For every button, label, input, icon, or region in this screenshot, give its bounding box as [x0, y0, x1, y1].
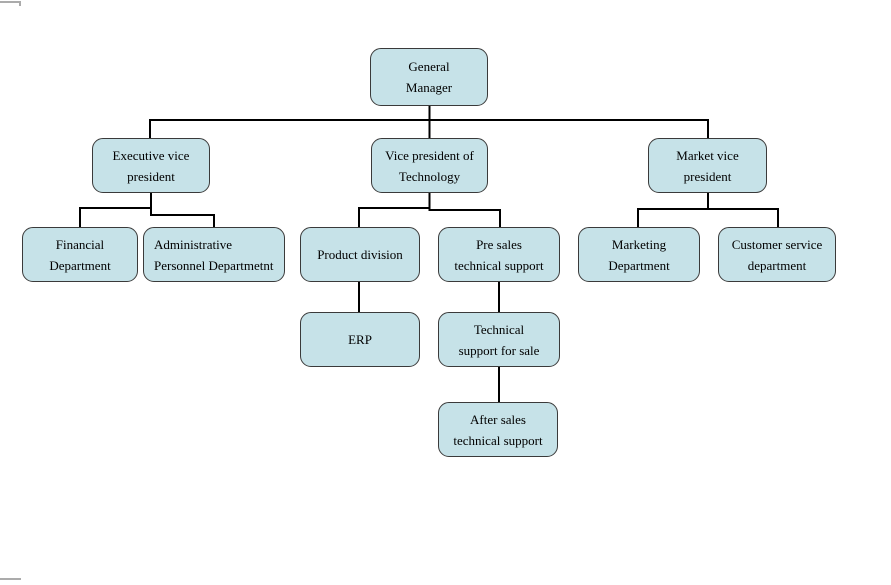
node-label: After sales — [470, 411, 526, 427]
node-label: Product division — [317, 247, 403, 262]
node-label: president — [683, 168, 732, 184]
node-label: department — [747, 257, 807, 273]
node-label: Administrative — [154, 236, 232, 252]
node-label: Department — [608, 257, 670, 273]
node-label: ERP — [348, 332, 372, 347]
node-erp[interactable]: ERP — [300, 312, 420, 367]
node-technical-support-for-sale[interactable]: Technical support for sale — [438, 312, 560, 367]
node-label: technical support — [453, 432, 543, 448]
node-label: president — [127, 168, 175, 184]
node-after-sales-technical-support[interactable]: After sales technical support — [438, 402, 558, 457]
node-marketing-department[interactable]: Marketing Department — [578, 227, 700, 282]
node-pre-sales-technical-support[interactable]: Pre sales technical support — [438, 227, 560, 282]
node-financial-department[interactable]: Financial Department — [22, 227, 138, 282]
node-executive-vice-president[interactable]: Executive vice president — [92, 138, 210, 193]
node-general-manager[interactable]: General Manager — [370, 48, 488, 106]
node-label: Manager — [405, 80, 453, 95]
node-label: Financial — [55, 236, 105, 252]
node-label: Technology — [398, 168, 461, 184]
node-label: Department — [49, 257, 111, 273]
node-label: General — [408, 59, 450, 74]
node-label: support for sale — [458, 342, 540, 358]
node-vice-president-of-technology[interactable]: Vice president of Technology — [371, 138, 488, 193]
node-product-division[interactable]: Product division — [300, 227, 420, 282]
node-label: Market vice — [676, 147, 739, 163]
node-label: Pre sales — [476, 236, 522, 252]
node-market-vice-president[interactable]: Market vice president — [648, 138, 767, 193]
node-label: Vice president of — [385, 147, 474, 163]
node-customer-service-department[interactable]: Customer service department — [718, 227, 836, 282]
node-label: Technical — [473, 321, 525, 337]
node-label: Executive vice — [112, 147, 190, 163]
node-label: Personnel Departmetnt — [154, 257, 274, 273]
node-administrative-personnel-department[interactable]: Administrative Personnel Departmetnt — [143, 227, 285, 282]
node-label: Customer service — [731, 236, 823, 252]
node-label: technical support — [454, 257, 544, 273]
node-label: Marketing — [611, 236, 667, 252]
